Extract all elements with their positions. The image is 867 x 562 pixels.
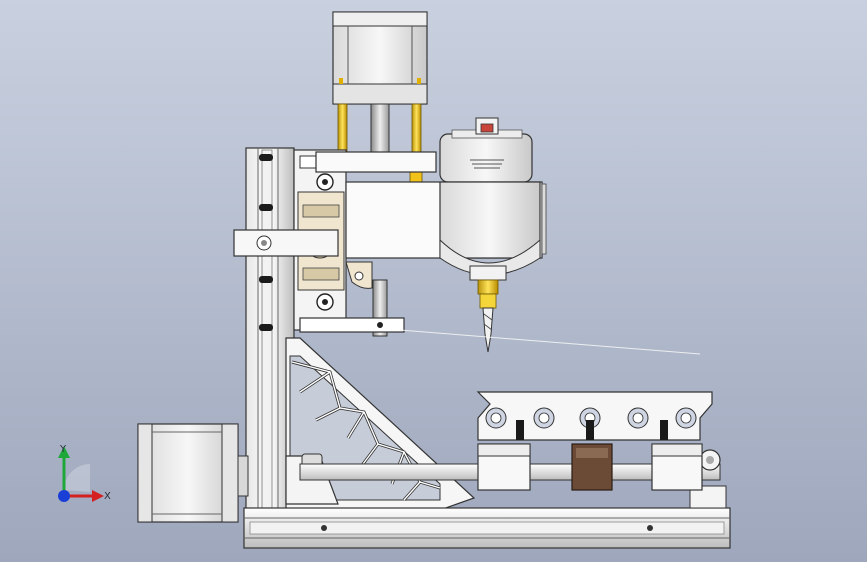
- x-axis-stepper-motor[interactable]: [137, 423, 249, 523]
- y-arrowhead: [58, 446, 70, 458]
- y-axis-label: Y: [59, 444, 67, 455]
- guide-rod-left: [337, 103, 348, 155]
- workpiece-holder: [477, 443, 703, 491]
- base-extrusion: [243, 449, 731, 549]
- collet-chuck: [477, 279, 499, 309]
- z-axis-dot: [58, 490, 70, 502]
- spindle-feed-stepper-motor[interactable]: [332, 11, 428, 105]
- spindle-motor[interactable]: [439, 117, 541, 281]
- column-clamp-bar: [233, 229, 339, 257]
- reference-line: [399, 329, 701, 355]
- fixture-clamp-rail: [476, 391, 713, 441]
- x-axis-label: X: [104, 491, 111, 502]
- coordinate-triad: Y X: [58, 444, 111, 502]
- spindle-carriage-plate: [299, 151, 437, 333]
- vertical-aluminum-column: [245, 147, 295, 523]
- x-arrowhead: [92, 490, 104, 502]
- drill-bit: [482, 307, 494, 353]
